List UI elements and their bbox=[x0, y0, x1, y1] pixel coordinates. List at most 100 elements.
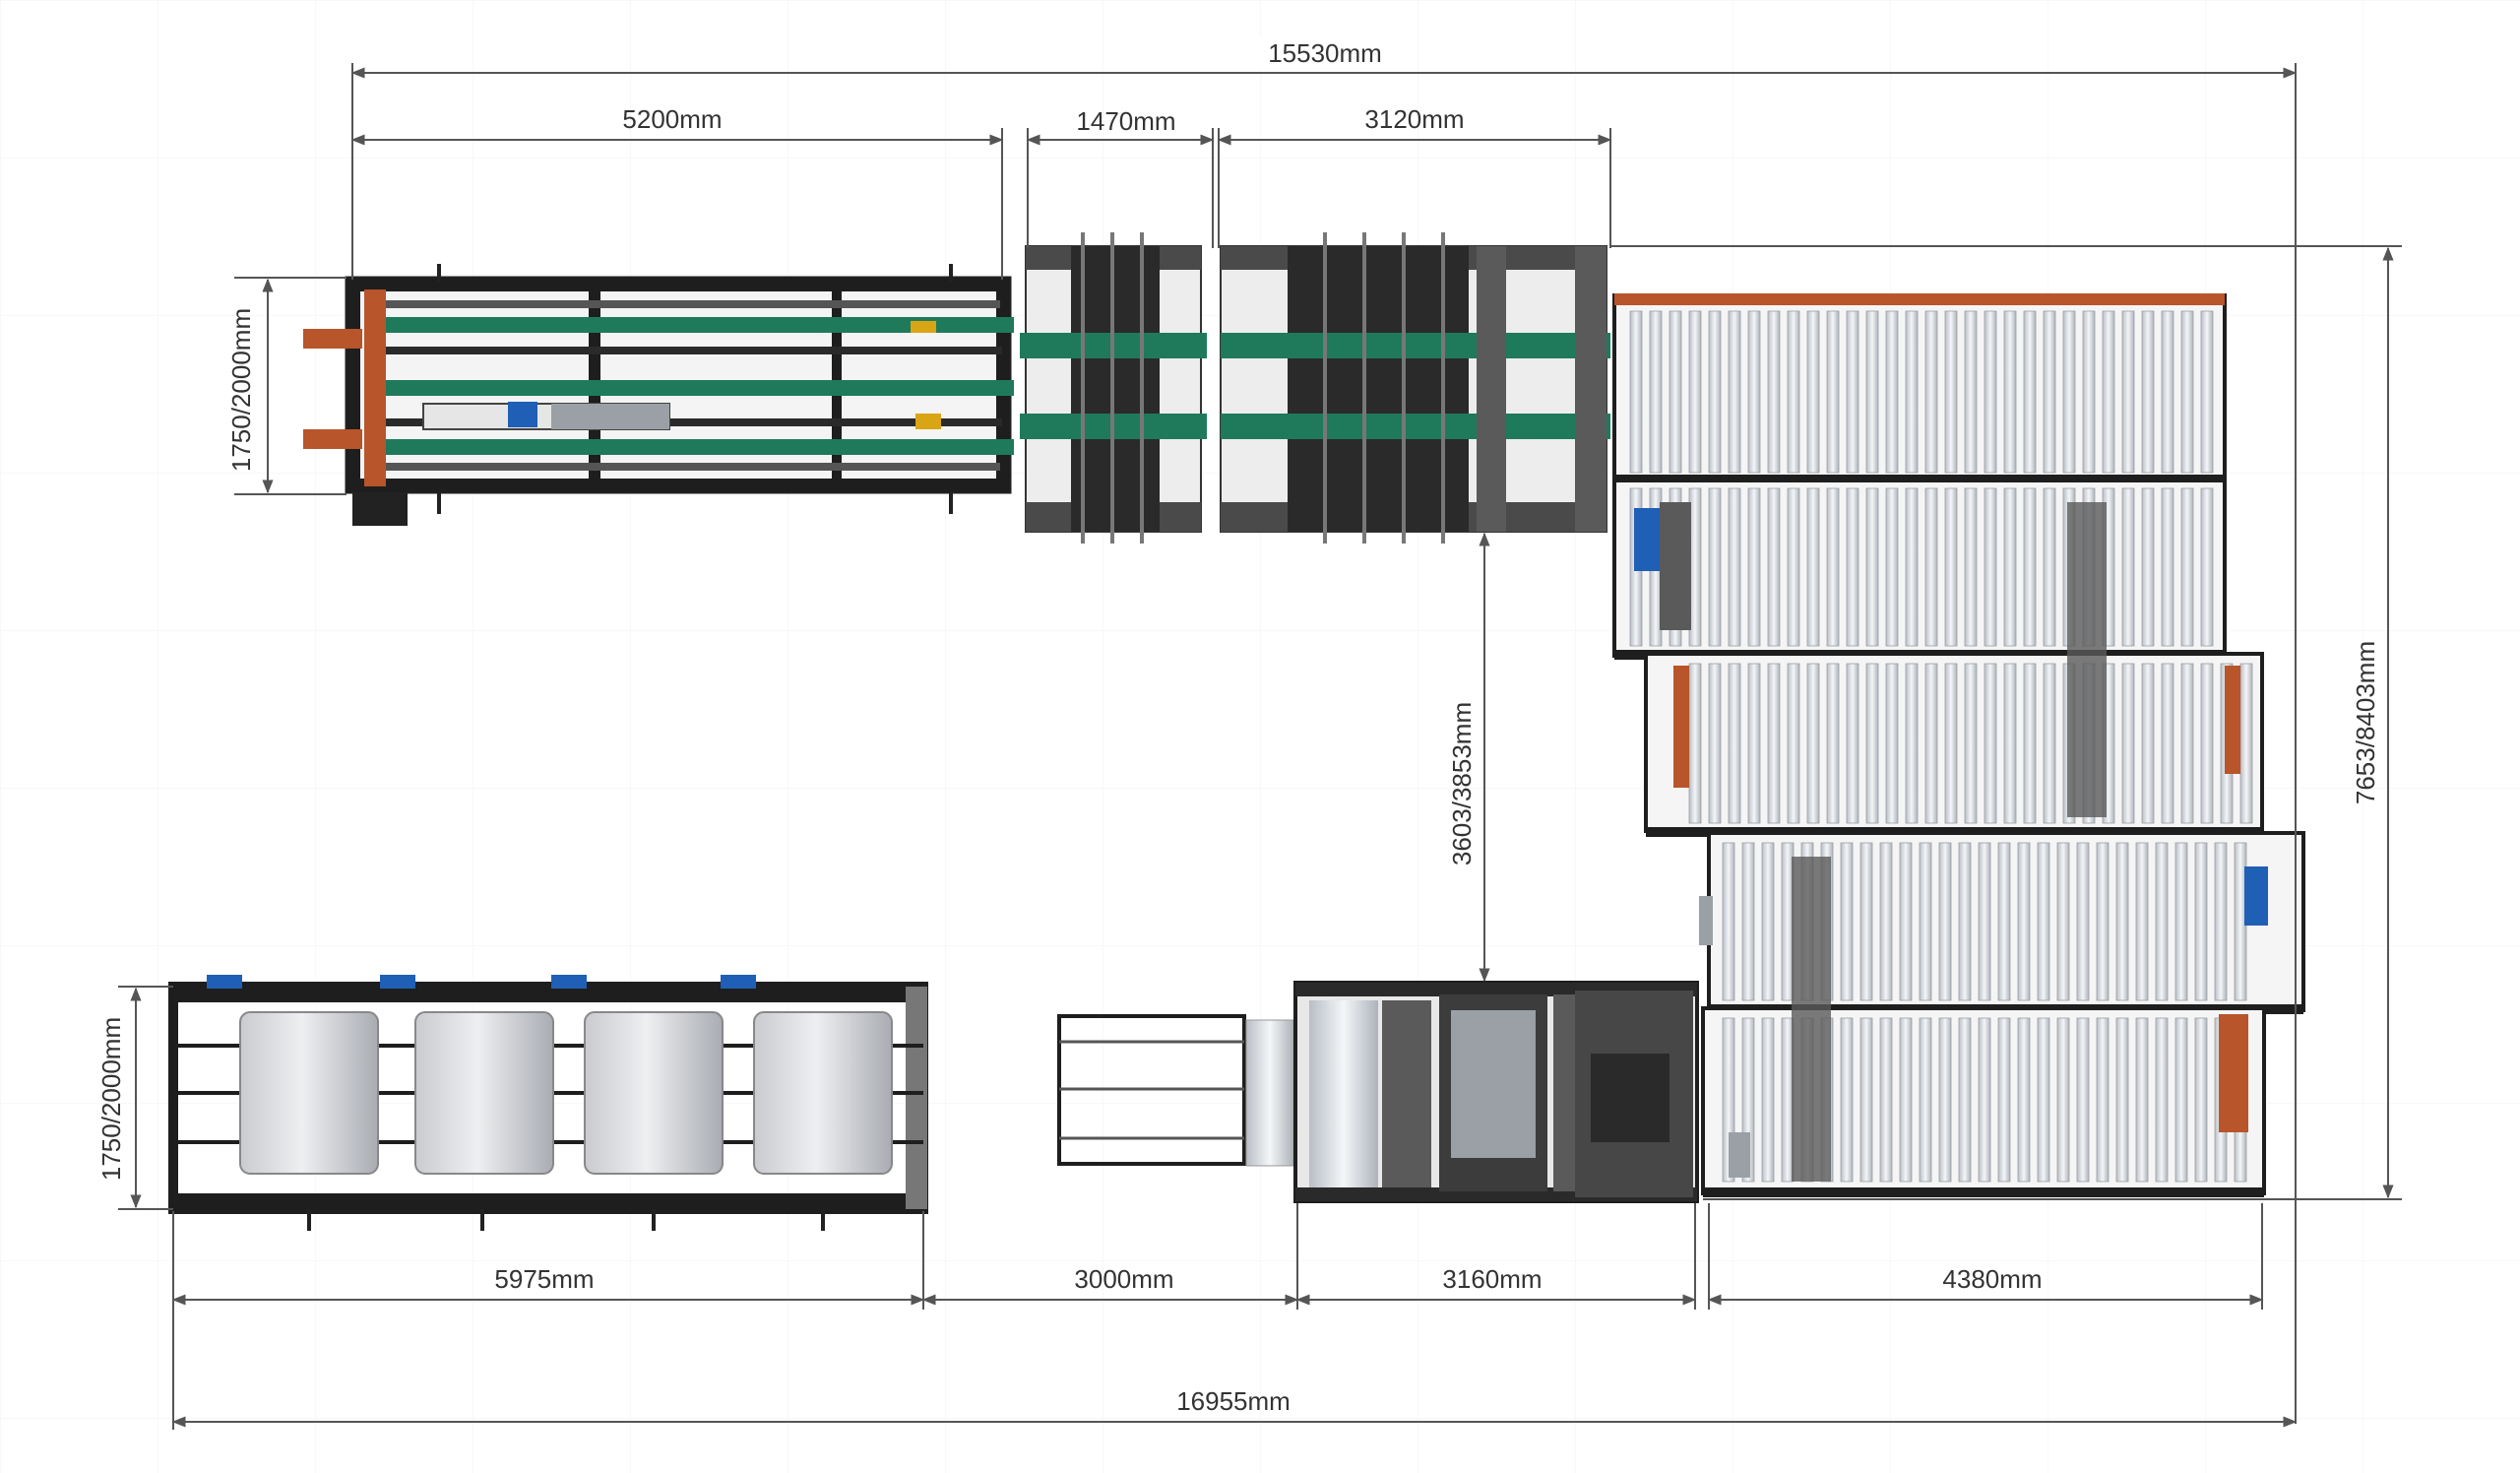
roller-tube bbox=[1722, 842, 1735, 1001]
roller-tube bbox=[2023, 487, 2037, 647]
roller-tube bbox=[1761, 1017, 1775, 1183]
roller-tube bbox=[2161, 487, 2174, 647]
dim-label-top-seg2: 1470mm bbox=[1076, 106, 1175, 136]
roller-tube bbox=[2115, 842, 2129, 1001]
roller-tube bbox=[1905, 663, 1919, 824]
roller-tube bbox=[1885, 663, 1899, 824]
roller-tube bbox=[1806, 487, 1820, 647]
roller-tube bbox=[1747, 310, 1761, 474]
roller-tube bbox=[2056, 1017, 2070, 1183]
roller-tube bbox=[2082, 310, 2096, 474]
roller-tube bbox=[1865, 310, 1879, 474]
roller-tube bbox=[2180, 487, 2194, 647]
roller-tube bbox=[1728, 310, 1741, 474]
roller-tube bbox=[2200, 663, 2214, 824]
drum-1 bbox=[239, 1011, 379, 1175]
dimension-lines bbox=[118, 63, 2402, 1430]
roller-tube bbox=[2121, 487, 2135, 647]
roller-tube bbox=[1924, 487, 1938, 647]
roller-tube bbox=[1978, 1017, 1991, 1183]
roller-tube bbox=[1708, 663, 1722, 824]
roller-tube bbox=[1944, 487, 1958, 647]
roller-tube bbox=[1899, 1017, 1913, 1183]
roller-tube bbox=[1688, 310, 1702, 474]
roller-tube bbox=[1919, 1017, 1932, 1183]
roller-tube bbox=[2141, 487, 2155, 647]
roller-tube bbox=[1879, 1017, 1893, 1183]
roller-tube bbox=[2121, 310, 2135, 474]
drum-2 bbox=[414, 1011, 554, 1175]
roller-tube bbox=[1899, 842, 1913, 1001]
roller-tube bbox=[1629, 310, 1643, 474]
roller-tube bbox=[1767, 663, 1781, 824]
roller-tube bbox=[1747, 487, 1761, 647]
dim-label-left-upper: 1750/2000mm bbox=[226, 308, 256, 472]
roller-tube bbox=[1905, 487, 1919, 647]
roller-tube bbox=[1846, 663, 1859, 824]
roller-tube bbox=[2141, 663, 2155, 824]
roller-tube bbox=[2155, 1017, 2169, 1183]
roller-tube bbox=[2239, 663, 2253, 824]
drum-4 bbox=[753, 1011, 893, 1175]
roller-tube bbox=[1708, 487, 1722, 647]
roller-tube bbox=[2200, 487, 2214, 647]
roller-tube bbox=[1924, 663, 1938, 824]
roller-tube bbox=[1944, 663, 1958, 824]
roller-tube bbox=[2200, 310, 2214, 474]
roller-tube bbox=[1865, 487, 1879, 647]
roller-tube bbox=[2056, 842, 2070, 1001]
roller-tube bbox=[1787, 310, 1800, 474]
drum-3 bbox=[584, 1011, 724, 1175]
roller-tube bbox=[1787, 663, 1800, 824]
roller-tube bbox=[2003, 310, 2017, 474]
roller-tube bbox=[1938, 1017, 1952, 1183]
roller-tube bbox=[2017, 842, 2031, 1001]
roller-tube bbox=[2062, 310, 2076, 474]
dim-label-middle-vertical: 3603/3853mm bbox=[1447, 702, 1477, 865]
dim-label-bottom-seg2: 3000mm bbox=[1074, 1264, 1173, 1294]
roller-tube bbox=[1688, 663, 1702, 824]
unwinder-stand bbox=[168, 975, 928, 1231]
roller-tube bbox=[2043, 663, 2056, 824]
roller-tube bbox=[1669, 310, 1682, 474]
roller-tube bbox=[2023, 663, 2037, 824]
roller-tube bbox=[1840, 842, 1854, 1001]
transfer-module-2 bbox=[1220, 232, 1610, 544]
feed-frame bbox=[1057, 1014, 1294, 1167]
dim-label-top-seg1: 5200mm bbox=[622, 104, 722, 134]
roller-tube bbox=[1649, 310, 1663, 474]
roller-tube bbox=[2194, 1017, 2208, 1183]
dim-label-bottom-seg3: 3160mm bbox=[1442, 1264, 1542, 1294]
roller-tube bbox=[2155, 842, 2169, 1001]
processing-machine bbox=[1293, 981, 1699, 1203]
dim-label-right-vertical: 7653/8403mm bbox=[2351, 641, 2380, 804]
roller-tube bbox=[1919, 842, 1932, 1001]
roller-tube bbox=[1944, 310, 1958, 474]
roller-tube bbox=[1708, 310, 1722, 474]
roller-tube bbox=[1840, 1017, 1854, 1183]
roller-tube bbox=[2194, 842, 2208, 1001]
roller-tube bbox=[2214, 842, 2228, 1001]
roller-tube bbox=[2017, 1017, 2031, 1183]
roller-tube bbox=[1728, 487, 1741, 647]
roller-tube bbox=[1958, 1017, 1972, 1183]
roller-tube bbox=[1964, 663, 1978, 824]
roller-tube bbox=[1984, 310, 1997, 474]
roller-tube bbox=[1905, 310, 1919, 474]
roller-tube bbox=[1964, 487, 1978, 647]
dim-label-bottom-seg1: 5975mm bbox=[494, 1264, 594, 1294]
roller-tube bbox=[2003, 487, 2017, 647]
dim-label-bottom-seg4: 4380mm bbox=[1942, 1264, 2042, 1294]
roller-tube bbox=[1826, 487, 1840, 647]
roller-tube bbox=[2023, 310, 2037, 474]
infeed-conveyor bbox=[303, 264, 1014, 526]
roller-tube bbox=[1997, 1017, 2011, 1183]
roller-tube bbox=[2037, 842, 2050, 1001]
roller-tube bbox=[1806, 663, 1820, 824]
roller-tube bbox=[1761, 842, 1775, 1001]
roller-tube bbox=[1806, 310, 1820, 474]
roller-tube bbox=[1964, 310, 1978, 474]
roller-tube bbox=[1984, 487, 1997, 647]
roller-tube bbox=[1846, 487, 1859, 647]
